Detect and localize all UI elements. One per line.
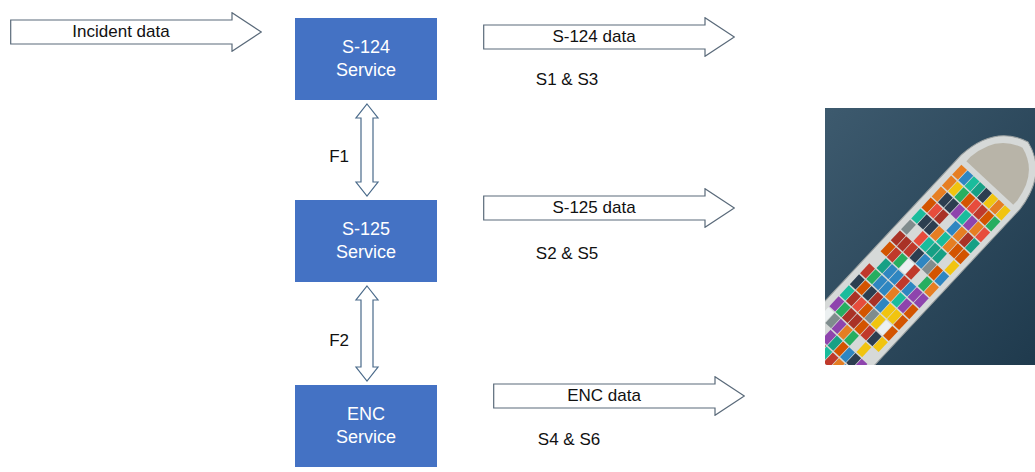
- container: [825, 307, 834, 322]
- container: [829, 296, 844, 311]
- container: [825, 341, 826, 356]
- arrow-shape: [11, 13, 262, 52]
- interface-label: F2: [328, 331, 350, 351]
- container: [921, 198, 936, 213]
- data-flow-name: S-124 data: [552, 27, 635, 47]
- container: [945, 260, 960, 275]
- container: [918, 276, 933, 291]
- data-flow-name: ENC data: [567, 386, 641, 406]
- service-box: S-124 Service: [295, 18, 437, 100]
- container: [877, 258, 892, 273]
- interface-label: F1: [328, 147, 350, 167]
- container: [825, 330, 836, 345]
- arrow-shape: [484, 18, 735, 57]
- block-arrow: S-124 data: [483, 17, 735, 57]
- arrow-shape: [494, 377, 745, 416]
- container: [840, 285, 855, 300]
- interface-arrow: [356, 286, 378, 381]
- service-code-label: S2 & S5: [536, 244, 598, 264]
- service-name: S-124 Service: [328, 36, 404, 83]
- container: [913, 231, 928, 246]
- data-flow-name: S-125 data: [552, 198, 635, 218]
- container: [856, 342, 871, 357]
- container: [932, 187, 947, 202]
- ship-hull: [825, 115, 1035, 365]
- service-code-label: S1 & S3: [536, 70, 598, 90]
- container: [825, 363, 828, 365]
- interface-arrow: [356, 104, 378, 196]
- container: [946, 221, 961, 236]
- ship-bow: [966, 126, 1035, 205]
- container: [952, 165, 967, 180]
- container: [860, 263, 875, 278]
- container: [911, 209, 926, 224]
- block-arrow: S-125 data: [483, 188, 735, 228]
- container: [901, 219, 916, 234]
- service-box: ENC Service: [295, 385, 437, 467]
- service-code-label: S4 & S6: [538, 430, 600, 450]
- container: [942, 176, 957, 191]
- service-name: ENC Service: [328, 403, 404, 450]
- service-box: S-125 Service: [295, 200, 437, 282]
- block-arrow: ENC data: [493, 376, 745, 416]
- service-name: S-125 Service: [328, 218, 404, 265]
- arrow-shape: [484, 189, 735, 228]
- block-arrow: Incident data: [10, 12, 262, 52]
- container: [850, 274, 865, 289]
- container: [881, 241, 896, 256]
- container: [891, 230, 906, 245]
- container: [825, 347, 832, 362]
- data-flow-name: Incident data: [72, 22, 169, 42]
